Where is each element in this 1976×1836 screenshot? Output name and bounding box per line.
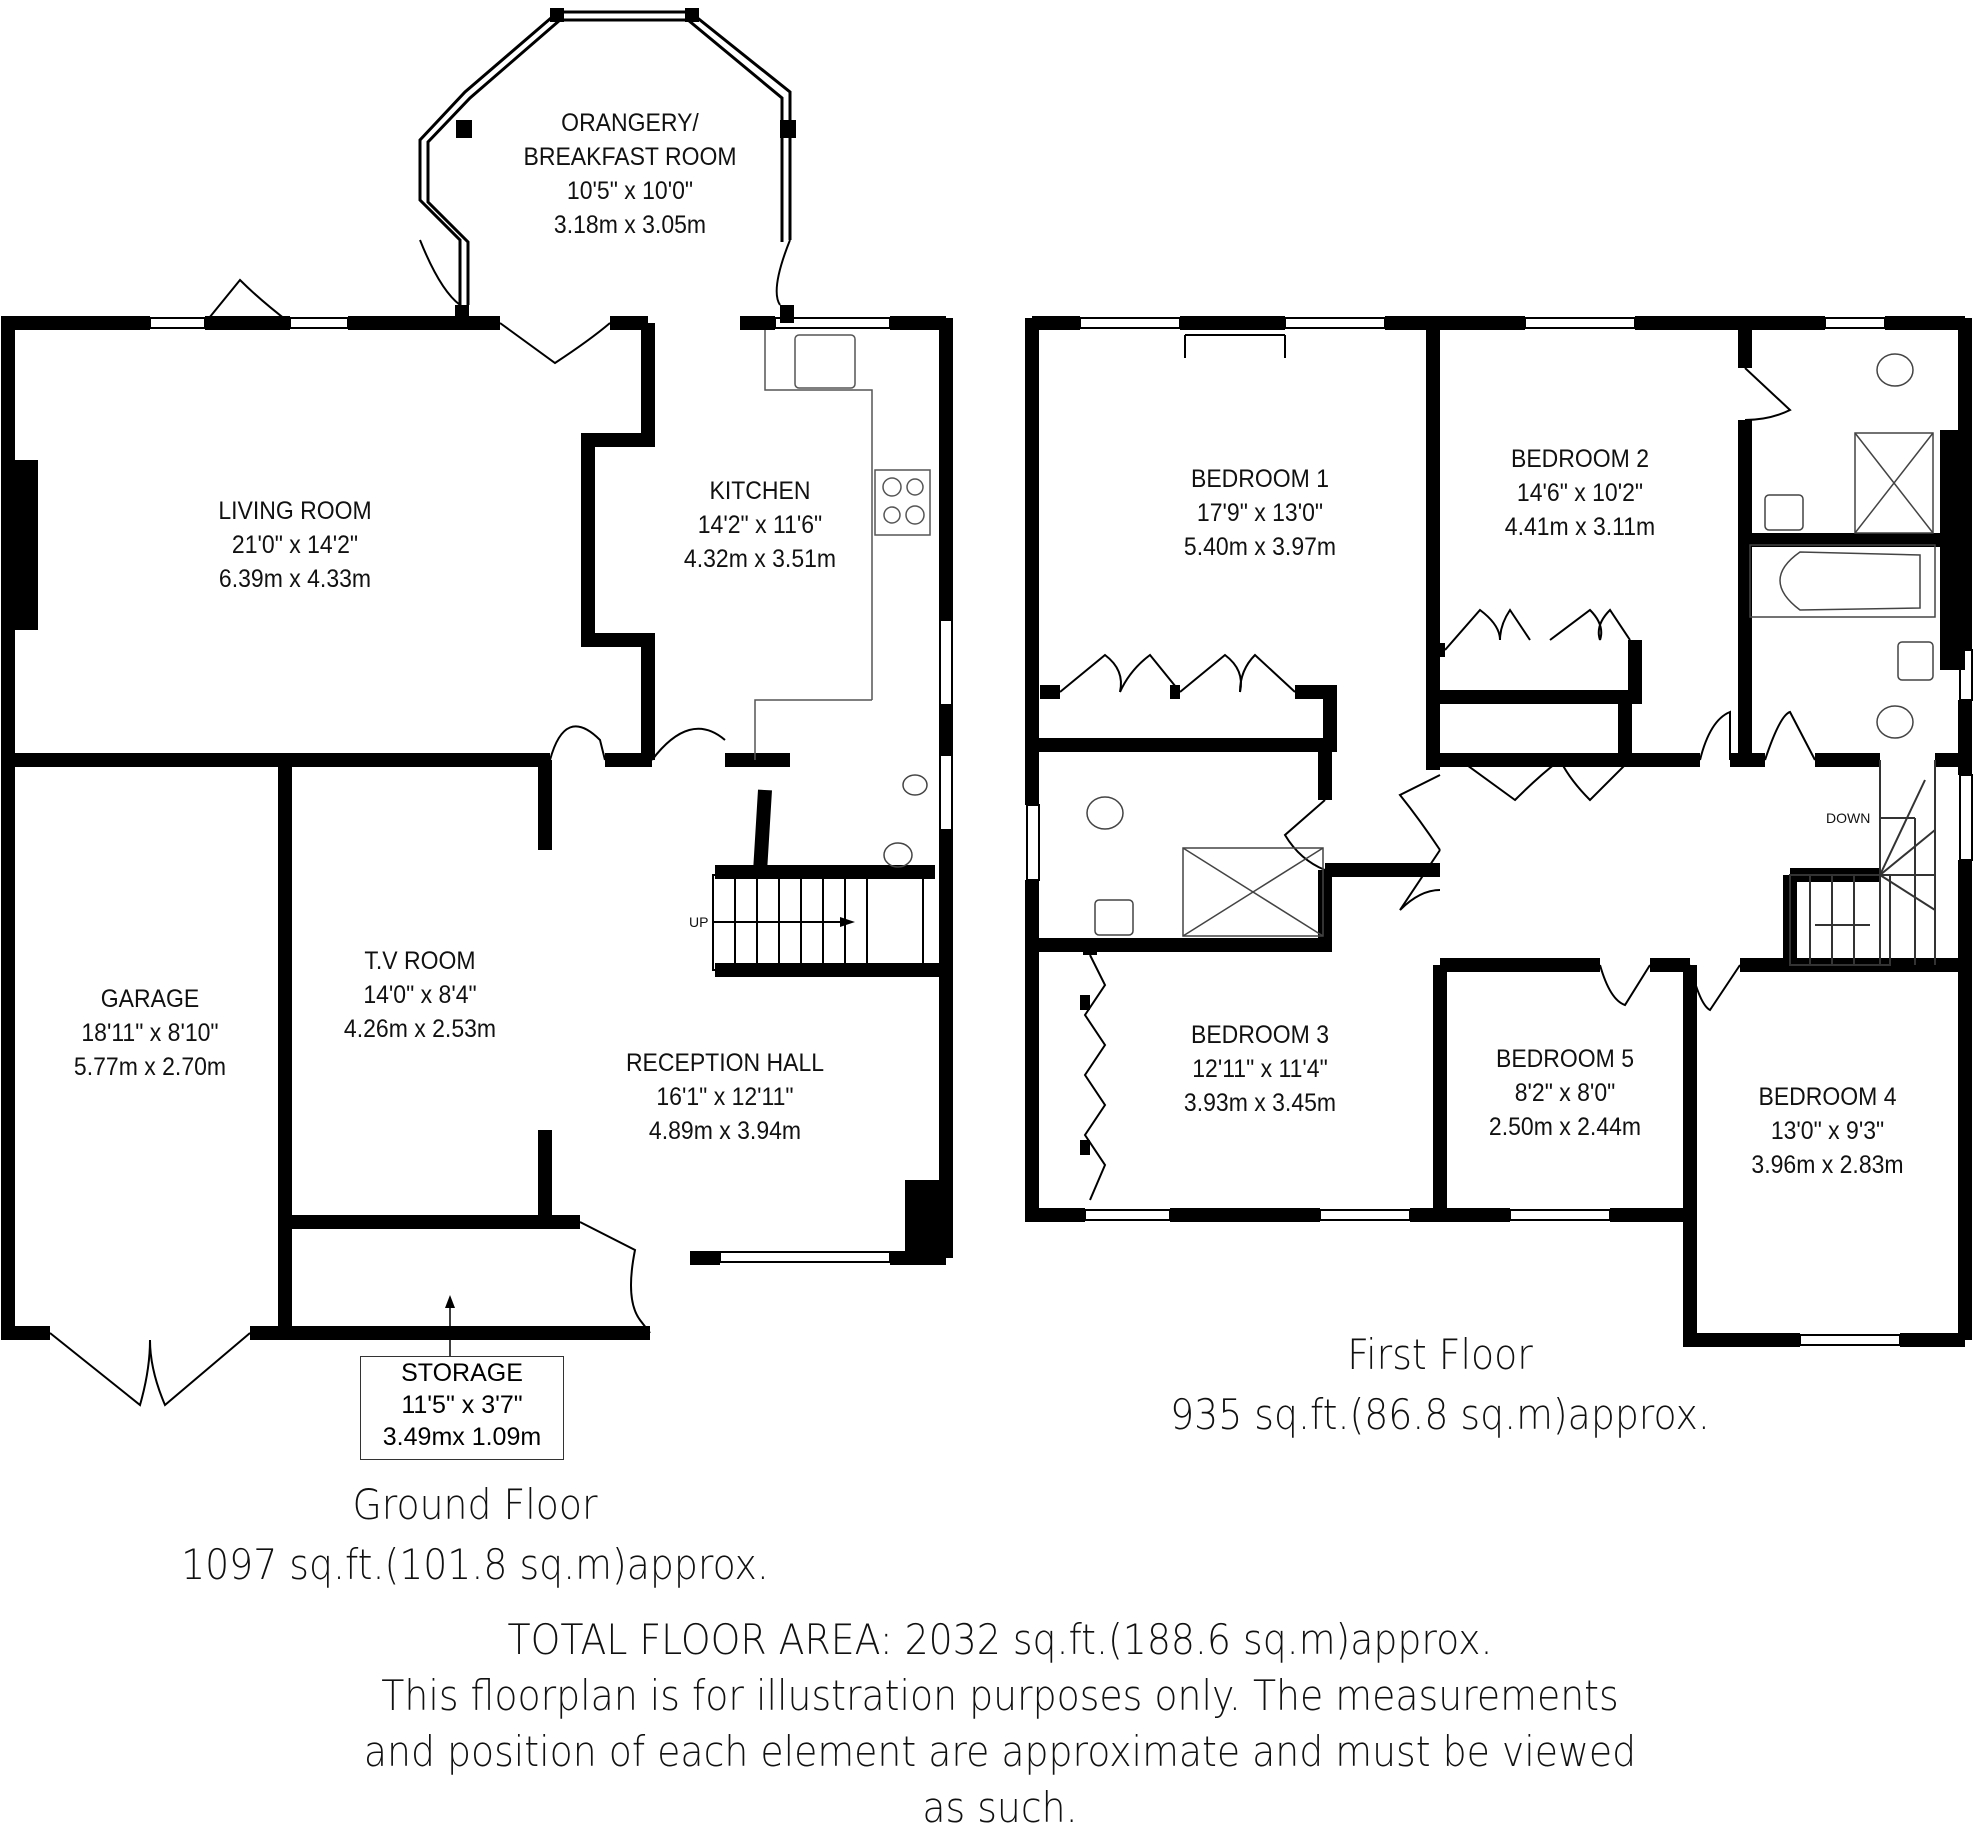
floor-area: 1097 sq.ft.(101.8 sq.m)approx. [181, 1540, 769, 1589]
room-label-bedroom-2: BEDROOM 2 14'6" x 10'2" 4.41m x 3.11m [1460, 442, 1699, 544]
room-dimensions-imperial: 13'0" x 9'3" [1770, 1117, 1885, 1145]
room-name: RECEPTION HALL [625, 1049, 825, 1077]
room-dimensions-imperial: 8'2" x 8'0" [1514, 1079, 1616, 1107]
disclaimer-line: as such. [922, 1783, 1078, 1832]
room-dimensions-metric: 4.26m x 2.53m [343, 1015, 497, 1043]
room-dimensions-metric: 4.41m x 3.11m [1504, 513, 1656, 541]
room-name: T.V ROOM [364, 947, 476, 975]
room-dimensions-imperial: 10'5" x 10'0" [566, 177, 694, 205]
room-dimensions-imperial: 17'9" x 13'0" [1196, 499, 1324, 527]
room-name: STORAGE [401, 1359, 523, 1387]
room-dimensions-metric: 3.49mx 1.09m [382, 1423, 542, 1451]
room-dimensions-imperial: 14'2" x 11'6" [697, 511, 823, 539]
fireplace [8, 460, 38, 630]
room-dimensions-metric: 3.93m x 3.45m [1183, 1089, 1337, 1117]
room-name: BEDROOM 3 [1190, 1021, 1330, 1049]
room-dimensions-imperial: 14'6" x 10'2" [1516, 479, 1644, 507]
room-dimensions-imperial: 12'11" x 11'4" [1192, 1055, 1328, 1083]
room-dimensions-metric: 5.77m x 2.70m [73, 1053, 227, 1081]
room-dimensions-imperial: 16'1" x 12'11" [656, 1083, 794, 1111]
chimney-breast [905, 1180, 945, 1260]
first-floor-caption: First Floor 935 sq.ft.(86.8 sq.m)approx. [1089, 1325, 1791, 1445]
ground-floor-walls [1, 316, 953, 1340]
room-name: BEDROOM 4 [1758, 1083, 1897, 1111]
kitchen-units [754, 330, 931, 760]
room-name: BREAKFAST ROOM [523, 143, 737, 171]
room-dimensions-metric: 5.40m x 3.97m [1183, 533, 1337, 561]
room-dimensions-metric: 2.50m x 2.44m [1488, 1113, 1642, 1141]
room-label-kitchen: KITCHEN 14'2" x 11'6" 4.32m x 3.51m [650, 474, 871, 576]
room-dimensions-imperial: 14'0" x 8'4" [363, 981, 477, 1009]
first-doors [1059, 367, 1816, 1201]
room-dimensions-metric: 4.89m x 3.94m [648, 1117, 802, 1145]
room-label-tv-room: T.V ROOM 14'0" x 8'4" 4.26m x 2.53m [310, 944, 531, 1046]
room-dimensions-metric: 4.32m x 3.51m [683, 545, 837, 573]
room-name: BEDROOM 1 [1190, 465, 1330, 493]
floor-title: First Floor [1347, 1330, 1533, 1379]
first-windows [1026, 317, 1973, 1346]
room-name: LIVING ROOM [218, 497, 372, 525]
room-name: BEDROOM 2 [1510, 445, 1650, 473]
room-dimensions-metric: 6.39m x 4.33m [218, 565, 372, 593]
stairs-up-label: UP [689, 914, 709, 930]
room-label-storage: STORAGE 11'5" x 3'7" 3.49mx 1.09m [360, 1356, 564, 1460]
room-label-bedroom-4: BEDROOM 4 13'0" x 9'3" 3.96m x 2.83m [1710, 1080, 1945, 1182]
room-name: BEDROOM 5 [1495, 1045, 1635, 1073]
ground-stairs [712, 874, 924, 971]
room-label-bedroom-1: BEDROOM 1 17'9" x 13'0" 5.40m x 3.97m [1140, 462, 1379, 564]
first-stairs [1789, 760, 1936, 966]
room-name: GARAGE [100, 985, 200, 1013]
disclaimer-line: This floorplan is for illustration purpo… [381, 1671, 1619, 1720]
room-dimensions-imperial: 11'5" x 3'7" [401, 1391, 523, 1419]
disclaimer-line: and position of each element are approxi… [363, 1727, 1637, 1776]
room-dimensions-metric: 3.96m x 2.83m [1751, 1151, 1904, 1179]
total-floor-area: TOTAL FLOOR AREA: 2032 sq.ft.(188.6 sq.m… [507, 1615, 1493, 1664]
ground-doors [49, 239, 791, 1407]
footer: TOTAL FLOOR AREA: 2032 sq.ft.(188.6 sq.m… [235, 1612, 1765, 1836]
room-label-living-room: LIVING ROOM 21'0" x 14'2" 6.39m x 4.33m [157, 494, 433, 596]
floor-title: Ground Floor [352, 1480, 598, 1529]
sanitaryware [883, 353, 1936, 937]
room-label-bedroom-3: BEDROOM 3 12'11" x 11'4" 3.93m x 3.45m [1140, 1018, 1379, 1120]
room-dimensions-imperial: 18'11" x 8'10" [81, 1019, 219, 1047]
room-name: ORANGERY/ [561, 109, 699, 137]
room-dimensions-metric: 3.18m x 3.05m [553, 211, 707, 239]
floor-area: 935 sq.ft.(86.8 sq.m)approx. [1170, 1390, 1710, 1439]
room-label-bedroom-5: BEDROOM 5 8'2" x 8'0" 2.50m x 2.44m [1455, 1042, 1676, 1144]
stairs-down-label: DOWN [1826, 810, 1871, 826]
room-name: KITCHEN [709, 477, 811, 505]
room-dimensions-imperial: 21'0" x 14'2" [231, 531, 359, 559]
room-label-orangery: ORANGERY/ BREAKFAST ROOM 10'5" x 10'0" 3… [455, 106, 805, 242]
room-label-reception-hall: RECEPTION HALL 16'1" x 12'11" 4.89m x 3.… [587, 1046, 863, 1148]
ground-floor-caption: Ground Floor 1097 sq.ft.(101.8 sq.m)appr… [138, 1475, 813, 1595]
room-label-garage: GARAGE 18'11" x 8'10" 5.77m x 2.70m [30, 982, 269, 1084]
